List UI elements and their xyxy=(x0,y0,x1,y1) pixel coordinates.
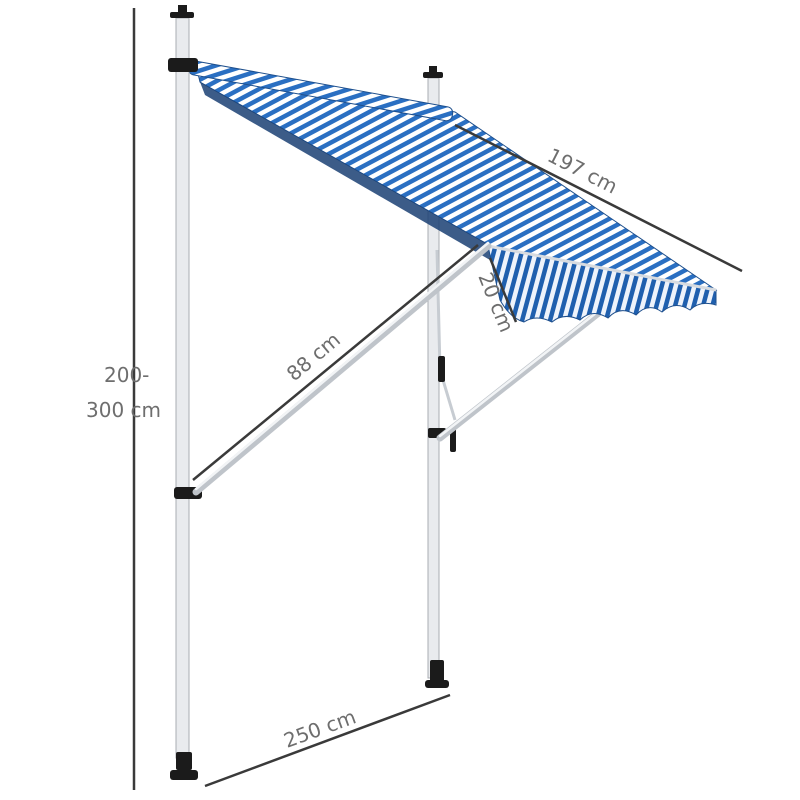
width-label: 250 cm xyxy=(281,704,360,752)
height-label-line1: 200- xyxy=(104,363,149,387)
awning-canopy xyxy=(187,60,718,323)
left-support-arm xyxy=(192,241,492,496)
arm-dimension-line xyxy=(192,244,479,481)
left-pole xyxy=(168,5,202,780)
width-dimension-line xyxy=(204,693,451,788)
length-dimension-line xyxy=(454,123,743,273)
awning-valance xyxy=(487,245,717,323)
valance-dimension-line xyxy=(488,257,518,323)
height-label-line2: 300 cm xyxy=(86,398,161,422)
right-support-arm xyxy=(436,296,619,442)
